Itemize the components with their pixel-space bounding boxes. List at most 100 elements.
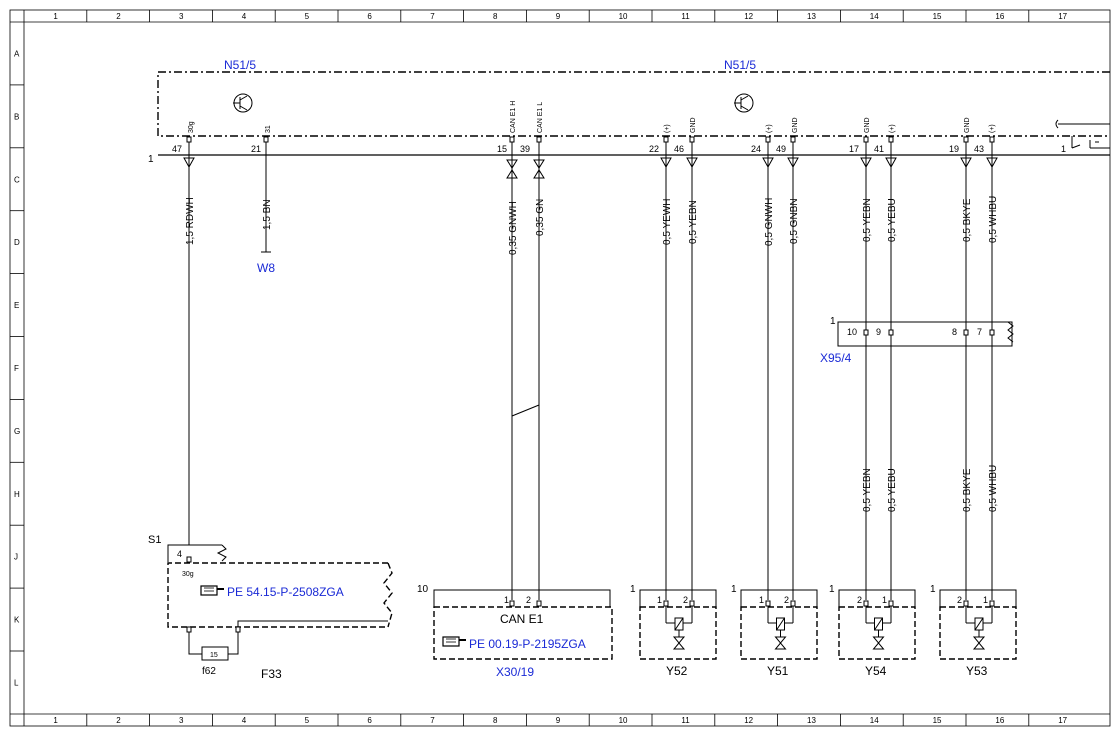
grid-row-label: D bbox=[14, 238, 20, 247]
x95-connector: 1 10 9 8 7 X95/4 bbox=[820, 316, 1014, 365]
wire-yebu: 0,5 YEBU 0,5 YEBU bbox=[885, 155, 898, 600]
valve-pin: 2 bbox=[683, 595, 688, 605]
pin-stub bbox=[263, 136, 269, 143]
grid-row-label: E bbox=[14, 301, 19, 310]
wire-rdwh: 1,5 RDWH bbox=[183, 155, 196, 545]
svg-text:0,5 WHBU: 0,5 WHBU bbox=[988, 196, 999, 243]
n51-bus-mark: 1 bbox=[148, 154, 154, 165]
grid-col-label: 13 bbox=[807, 716, 816, 725]
grid-col-label: 2 bbox=[116, 12, 121, 21]
pin-stub bbox=[989, 136, 995, 143]
grid-col-label: 16 bbox=[995, 12, 1004, 21]
pin-46: 46 bbox=[674, 144, 684, 154]
pin-19: 19 bbox=[949, 144, 959, 154]
pin-func-gnd: GND bbox=[690, 117, 697, 133]
pin-func-plus: (+) bbox=[989, 124, 996, 133]
x30-ref-link[interactable]: PE 00.19-P-2195ZGA bbox=[469, 637, 586, 651]
grid-row-label: B bbox=[14, 112, 19, 121]
grid-col-label: 11 bbox=[681, 716, 690, 725]
pin-func-plus: (+) bbox=[766, 124, 773, 133]
grid-col-label: 6 bbox=[367, 716, 372, 725]
pin-stub bbox=[186, 136, 192, 143]
grid-col-label: 12 bbox=[744, 716, 753, 725]
grid-col-label: 7 bbox=[430, 716, 435, 725]
svg-text:0,5 YEBU: 0,5 YEBU bbox=[887, 198, 898, 242]
grid-col-label: 14 bbox=[870, 12, 879, 21]
x95-pin-9: 9 bbox=[876, 327, 881, 337]
grid-col-label: 6 bbox=[367, 12, 372, 21]
wire-can-h: 0,35 GNWH bbox=[506, 155, 519, 600]
grid-col-label: 8 bbox=[493, 716, 498, 725]
pin-17: 17 bbox=[849, 144, 859, 154]
valve-pin: 2 bbox=[957, 595, 962, 605]
grid-col-label: 5 bbox=[305, 716, 310, 725]
wire-bn: 1,5 BN W8 bbox=[257, 155, 275, 275]
x30-mark: 10 bbox=[417, 584, 429, 595]
s1-ref-link[interactable]: PE 54.15-P-2508ZGA bbox=[227, 585, 344, 599]
wire-yebn: 0,5 YEBN 0,5 YEBN bbox=[860, 155, 873, 600]
pin-21: 21 bbox=[251, 144, 261, 154]
hand-pointer-icon bbox=[200, 585, 224, 596]
solenoid-valve-icon bbox=[965, 606, 993, 650]
s1-switch: S1 4 30g bbox=[148, 534, 227, 578]
wire-yewh: 0,5 YEWH bbox=[660, 155, 673, 600]
pin-24: 24 bbox=[751, 144, 761, 154]
svg-text:0,5 GNWH: 0,5 GNWH bbox=[764, 198, 775, 246]
pin-1: 1 bbox=[1061, 144, 1066, 154]
svg-text:0,5 YEBU: 0,5 YEBU bbox=[887, 468, 898, 512]
s1-func: 30g bbox=[182, 571, 194, 578]
valve-label: Y53 bbox=[966, 664, 988, 678]
grid-row-label: J bbox=[14, 553, 18, 562]
x95-label: X95/4 bbox=[820, 351, 852, 365]
grid-col-label: 15 bbox=[933, 716, 942, 725]
solenoid-valve-icon bbox=[665, 606, 693, 650]
grid-row-label: G bbox=[14, 427, 20, 436]
n51-module: N51/5 N51/5 1 bbox=[148, 58, 1110, 165]
grid-row-label: L bbox=[14, 678, 19, 687]
pin-func-30g: 30g bbox=[188, 121, 195, 133]
svg-text:0,5 YEBN: 0,5 YEBN bbox=[862, 468, 873, 512]
x30-pin-1: 1 bbox=[504, 595, 509, 605]
wire-bkye: 0,5 BKYE 0,5 BKYE bbox=[960, 155, 973, 600]
solenoid-valve-icon bbox=[767, 606, 794, 650]
svg-text:0,5 YEWH: 0,5 YEWH bbox=[662, 199, 673, 246]
solenoid-valve-icon bbox=[865, 606, 892, 650]
valve-pin: 1 bbox=[657, 595, 662, 605]
svg-text:0,5 GNBN: 0,5 GNBN bbox=[789, 198, 800, 244]
pin-47: 47 bbox=[172, 144, 182, 154]
transistor-icon bbox=[734, 93, 754, 113]
pin-func-can-h: CAN E1 H bbox=[510, 101, 517, 133]
fuse-number: 15 bbox=[210, 652, 218, 659]
pin-stub bbox=[888, 136, 894, 143]
grid-row-label: H bbox=[14, 490, 20, 499]
wire-label-rdwh: 1,5 RDWH bbox=[185, 197, 196, 245]
valve-label: Y51 bbox=[767, 664, 789, 678]
grid-col-label: 2 bbox=[116, 716, 121, 725]
wire-label-bn: 1,5 BN bbox=[262, 199, 273, 230]
x95-pin-7: 7 bbox=[977, 327, 982, 337]
grid-col-label: 7 bbox=[430, 12, 435, 21]
pin-function-labels: 30g 31 CAN E1 H CAN E1 L (+) GND (+) GND… bbox=[188, 101, 996, 133]
x30-pin-2: 2 bbox=[526, 595, 531, 605]
s1-label: S1 bbox=[148, 534, 161, 546]
f33-label: F33 bbox=[261, 667, 282, 681]
svg-text:0,5 BKYE: 0,5 BKYE bbox=[962, 198, 973, 242]
svg-text:0,5 BKYE: 0,5 BKYE bbox=[962, 468, 973, 512]
grid-col-label: 10 bbox=[619, 716, 628, 725]
pin-stub bbox=[863, 136, 869, 143]
grid-col-label: 1 bbox=[53, 12, 58, 21]
f33-fuse-box: PE 54.15-P-2508ZGA 15 f62 F33 bbox=[167, 562, 393, 681]
pin-22: 22 bbox=[649, 144, 659, 154]
pin-stub bbox=[536, 136, 542, 143]
pin-49: 49 bbox=[776, 144, 786, 154]
pin-func-gnd: GND bbox=[864, 117, 871, 133]
grid-col-label: 8 bbox=[493, 12, 498, 21]
pin-func-plus: (+) bbox=[889, 124, 896, 133]
grid-col-label: 17 bbox=[1058, 716, 1067, 725]
pin-15: 15 bbox=[497, 144, 507, 154]
hand-pointer-icon bbox=[442, 636, 466, 647]
grid-col-label: 13 bbox=[807, 12, 816, 21]
